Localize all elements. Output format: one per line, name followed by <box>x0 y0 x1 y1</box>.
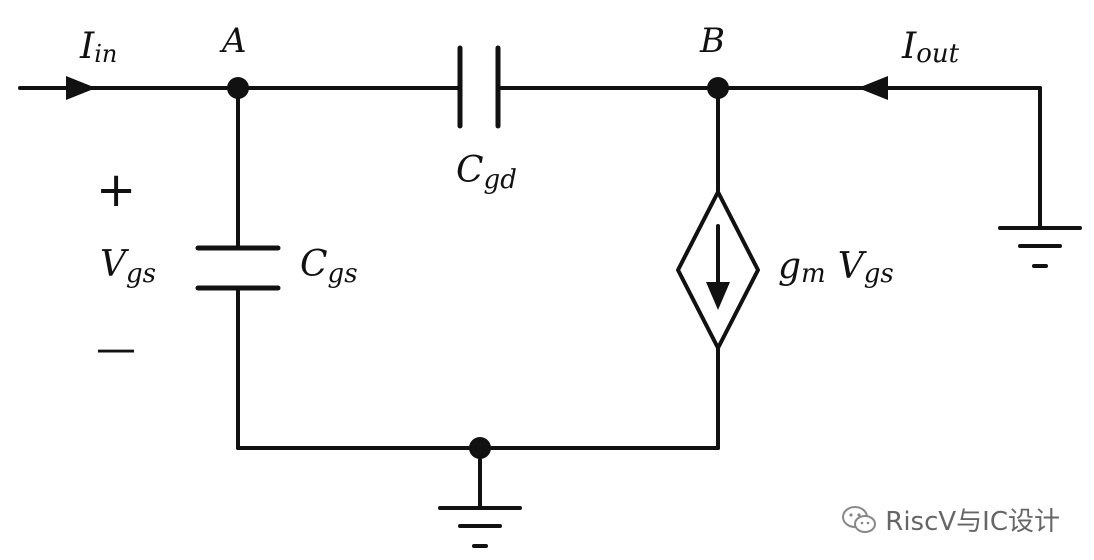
current-in-label: Iin <box>79 26 117 68</box>
source-arrow-head <box>706 282 730 310</box>
voltage-plus-sign: + <box>96 162 136 218</box>
node-a-dot <box>227 77 249 99</box>
wechat-icon <box>842 505 877 533</box>
input-current-arrow <box>66 76 96 100</box>
current-out-label: Iout <box>901 26 960 69</box>
cgs-label: Cgs <box>300 244 358 289</box>
watermark: RiscV与IC设计 <box>841 501 1060 538</box>
voltage-minus-sign: — <box>96 326 136 372</box>
node-a-label: A <box>219 21 247 61</box>
output-current-arrow <box>858 76 888 100</box>
node-b-label: B <box>699 21 725 61</box>
watermark-text: RiscV与IC设计 <box>885 507 1060 537</box>
bottom-node-dot <box>469 437 491 459</box>
node-b-dot <box>707 77 729 99</box>
vgs-label: Vgs <box>100 244 156 289</box>
cgd-label: Cgd <box>456 150 517 195</box>
